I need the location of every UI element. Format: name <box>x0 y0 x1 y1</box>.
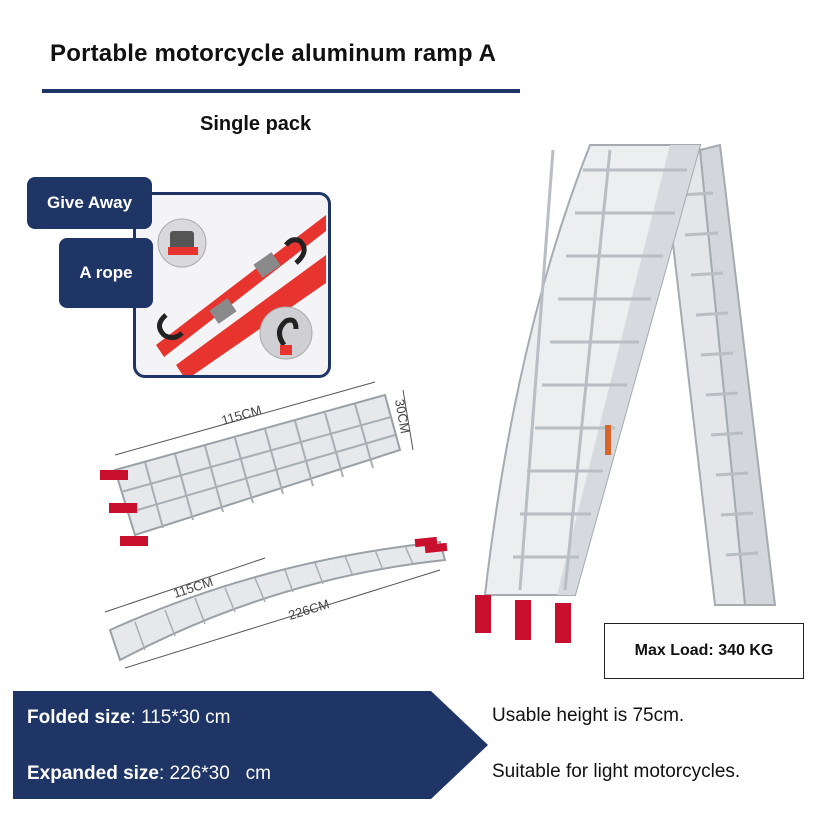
expanded-length-label: 226CM <box>286 596 330 623</box>
subtitle: Single pack <box>200 113 312 135</box>
folded-length-label: 115CM <box>220 402 264 428</box>
rope-tag: A rope <box>59 238 153 308</box>
max-load-box: Max Load: 340 KG <box>604 623 804 679</box>
strap-inset <box>133 192 331 378</box>
folded-size-value: : 115*30 cm <box>130 707 231 728</box>
give-away-label: Give Away <box>46 193 133 212</box>
ratchet-strap-illustration <box>156 215 326 375</box>
page-title: Portable motorcycle aluminum ramp A <box>50 40 497 67</box>
title-underline <box>42 89 520 93</box>
expanded-size-line: Expanded size: 226*30 cm <box>27 763 271 785</box>
expanded-size-value: : 226*30 cm <box>159 763 271 784</box>
folded-width-label: 30CM <box>392 398 413 435</box>
folded-size-line: Folded size: 115*30 cm <box>27 707 230 729</box>
give-away-tag: Give Away <box>27 177 152 229</box>
folded-size-label: Folded size <box>27 707 131 728</box>
expanded-size-label: Expanded size <box>27 763 159 784</box>
rope-label: A rope <box>79 263 133 282</box>
folded-ramp-illustration: 115CM 30CM <box>100 381 414 546</box>
expanded-ramp-illustration: 115CM 226CM <box>104 536 448 669</box>
size-banner <box>13 691 488 799</box>
folding-ramp-photo <box>475 143 777 643</box>
usable-height-note: Usable height is 75cm. <box>492 705 685 726</box>
suitable-note: Suitable for light motorcycles. <box>492 761 741 782</box>
